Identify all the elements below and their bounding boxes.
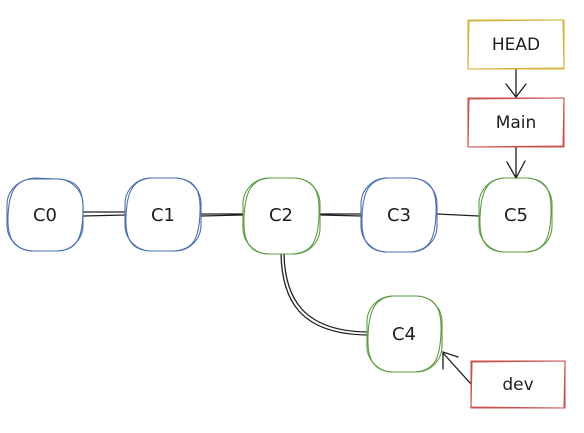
ref-main-sketch-stroke [467, 97, 565, 148]
commit-c1-sketch-stroke [125, 177, 201, 252]
ref-main-label: Main [496, 113, 537, 133]
commit-node-c4: C4 [366, 295, 443, 373]
edge-c2-c4 [280, 253, 368, 336]
ref-head-label: HEAD [492, 35, 540, 55]
edge-c3-c5 [436, 213, 480, 217]
ref-dev-label: dev [502, 375, 533, 395]
commit-c5-label: C5 [504, 205, 528, 226]
arrow-head-to-main [505, 68, 527, 99]
commit-node-c5: C5 [478, 177, 553, 253]
arrow-dev-to-c4 [442, 351, 472, 385]
commit-c5-sketch-stroke [479, 177, 552, 253]
edge-c1-c2 [200, 213, 244, 217]
commit-c0-sketch-stroke [7, 177, 84, 252]
commit-c0-label: C0 [33, 205, 57, 226]
commit-c3-label: C3 [387, 205, 411, 226]
ref-dev-box: dev [470, 360, 566, 409]
ref-dev-sketch-stroke [470, 360, 566, 409]
commit-c2-sketch-stroke [243, 177, 320, 255]
ref-head-box: HEAD [467, 19, 565, 70]
commit-node-c0: C0 [6, 177, 84, 252]
ref-head-sketch-stroke [467, 19, 565, 70]
arrow-main-to-c5 [506, 146, 526, 180]
edge-c0-c1 [82, 211, 126, 217]
ref-arrows [442, 68, 527, 385]
commit-node-c2: C2 [242, 177, 321, 255]
commit-node-c3: C3 [360, 177, 438, 253]
commit-edges [82, 211, 480, 336]
edge-c2-c3 [319, 213, 362, 217]
ref-main-box: Main [467, 97, 565, 148]
commit-c4-label: C4 [392, 324, 416, 345]
commit-c3-sketch-stroke [361, 177, 437, 253]
commit-c2-label: C2 [269, 205, 293, 226]
commit-c1-label: C1 [151, 205, 175, 226]
commit-node-c1: C1 [124, 177, 202, 252]
commit-c4-sketch-stroke [367, 295, 442, 373]
